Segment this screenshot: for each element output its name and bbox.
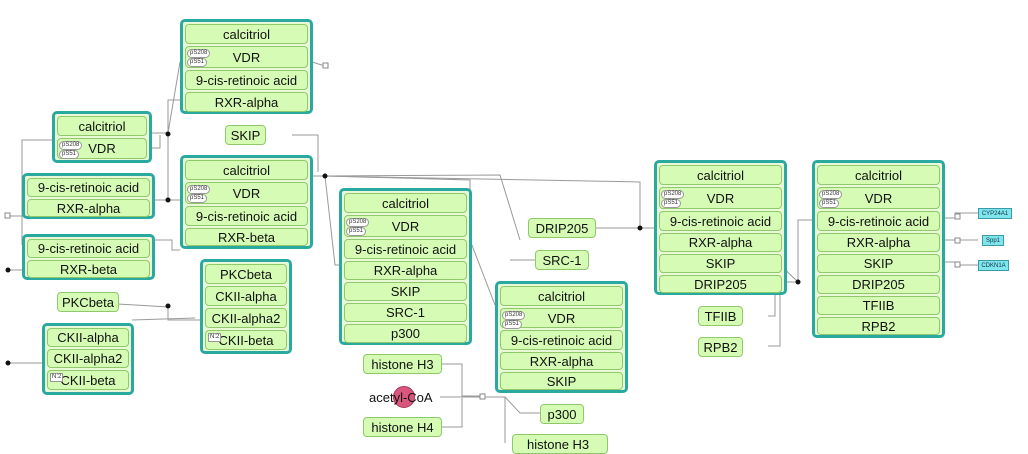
ptm-s208: pS208 [502, 311, 526, 320]
ptm-s51: pS51 [502, 320, 523, 329]
ptm-s208: pS208 [59, 141, 83, 150]
ckii-alpha2-node[interactable]: CKII-alpha2 [205, 308, 287, 328]
gene-cdkn1a[interactable]: CDKN1A [978, 260, 1009, 271]
calcitriol-node[interactable]: calcitriol [57, 116, 147, 136]
ckii-beta-label: CKII-beta [60, 372, 116, 388]
ptm-s51: pS51 [661, 199, 682, 208]
ckii-alpha-node[interactable]: CKII-alpha [205, 286, 287, 306]
acetyl-coa-label: acetyl-CoA [369, 390, 433, 405]
rpb2-node[interactable]: RPB2 [698, 337, 743, 357]
drip205-node[interactable]: DRIP205 [528, 218, 596, 238]
calcitriol-node[interactable]: calcitriol [817, 165, 940, 185]
p300-node[interactable]: p300 [344, 324, 467, 343]
skip-node[interactable]: SKIP [659, 254, 782, 273]
pkcbeta-node[interactable]: PKCbeta [57, 292, 119, 312]
ptm-s208: pS208 [819, 190, 843, 199]
vdr-label: VDR [391, 218, 420, 234]
acetylated-histone-node[interactable]: histone H3 [512, 434, 608, 454]
p300-node[interactable]: p300 [540, 404, 584, 424]
skip-node[interactable]: SKIP [344, 282, 467, 301]
ckii-alpha-node[interactable]: CKII-alpha [47, 328, 129, 347]
calcitriol-node[interactable]: calcitriol [500, 286, 623, 306]
ptm-s208: pS208 [661, 190, 685, 199]
ptm-s51: pS51 [819, 199, 840, 208]
pkcbeta-node[interactable]: PKCbeta [205, 264, 287, 284]
vdr-label: VDR [706, 190, 735, 206]
calcitriol-node[interactable]: calcitriol [659, 165, 782, 185]
rxr-alpha-node[interactable]: RXR-alpha [344, 261, 467, 280]
vdr-label: VDR [88, 141, 116, 156]
ptm-s51: pS51 [346, 227, 367, 236]
gene-cyp24a1[interactable]: CYP24A1 [978, 208, 1012, 219]
retinoic-acid-node[interactable]: 9-cis-retinoic acid [500, 330, 623, 350]
ptm-s208: pS208 [187, 49, 211, 58]
calcitriol-node[interactable]: calcitriol [185, 24, 308, 44]
rxr-alpha-node[interactable]: RXR-alpha [27, 199, 150, 217]
src1-node[interactable]: SRC-1 [344, 303, 467, 322]
histone-h3-node[interactable]: histone H3 [363, 354, 442, 374]
complex-retinoic-rxrb[interactable]: 9-cis-retinoic acid RXR-beta [22, 234, 155, 280]
vdr-label: VDR [547, 310, 576, 326]
ptm-s51: pS51 [187, 58, 208, 67]
src1-node[interactable]: SRC-1 [535, 250, 589, 270]
drip205-node[interactable]: DRIP205 [659, 275, 782, 293]
vdr-label: VDR [232, 185, 261, 201]
vdr-label: VDR [864, 190, 893, 206]
complex-retinoic-rxra[interactable]: 9-cis-retinoic acid RXR-alpha [22, 173, 155, 219]
stoichiometry-badge: N:2 [50, 373, 64, 382]
rpb2-node[interactable]: RPB2 [817, 317, 940, 335]
ckii-beta-label: CKII-beta [218, 332, 274, 348]
rxr-alpha-node[interactable]: RXR-alpha [500, 352, 623, 370]
calcitriol-node[interactable]: calcitriol [185, 160, 308, 180]
vdr-label: VDR [232, 49, 261, 65]
skip-node[interactable]: SKIP [817, 254, 940, 273]
retinoic-acid-node[interactable]: 9-cis-retinoic acid [27, 178, 150, 197]
ptm-s51: pS51 [187, 194, 208, 203]
rxr-beta-node[interactable]: RXR-beta [27, 260, 150, 278]
ptm-s51: pS51 [59, 150, 80, 159]
rxr-beta-node[interactable]: RXR-beta [185, 228, 308, 246]
tfiib-node[interactable]: TFIIB [698, 306, 743, 326]
ptm-s208: pS208 [346, 218, 370, 227]
rxr-alpha-node[interactable]: RXR-alpha [817, 233, 940, 252]
retinoic-acid-node[interactable]: 9-cis-retinoic acid [185, 206, 308, 226]
histone-h4-node[interactable]: histone H4 [363, 417, 442, 437]
stoichiometry-badge: N:2 [208, 333, 222, 342]
retinoic-acid-node[interactable]: 9-cis-retinoic acid [344, 239, 467, 259]
ckii-alpha2-node[interactable]: CKII-alpha2 [47, 349, 129, 368]
calcitriol-node[interactable]: calcitriol [344, 193, 467, 213]
tfiib-node[interactable]: TFIIB [817, 296, 940, 315]
complex-pkcbeta-ckii[interactable]: PKCbeta CKII-alpha CKII-alpha2 CKII-beta… [200, 259, 292, 354]
retinoic-acid-node[interactable]: 9-cis-retinoic acid [659, 211, 782, 231]
skip-node[interactable]: SKIP [225, 125, 266, 145]
rxr-alpha-node[interactable]: RXR-alpha [659, 233, 782, 252]
drip205-node[interactable]: DRIP205 [817, 275, 940, 294]
gene-spp1[interactable]: Spp1 [982, 235, 1004, 246]
acetyl-coa-icon[interactable] [393, 386, 415, 408]
retinoic-acid-node[interactable]: 9-cis-retinoic acid [27, 239, 150, 258]
retinoic-acid-node[interactable]: 9-cis-retinoic acid [817, 211, 940, 231]
rxr-alpha-node[interactable]: RXR-alpha [185, 92, 308, 112]
ptm-s208: pS208 [187, 185, 211, 194]
retinoic-acid-node[interactable]: 9-cis-retinoic acid [185, 70, 308, 90]
skip-node[interactable]: SKIP [500, 372, 623, 390]
